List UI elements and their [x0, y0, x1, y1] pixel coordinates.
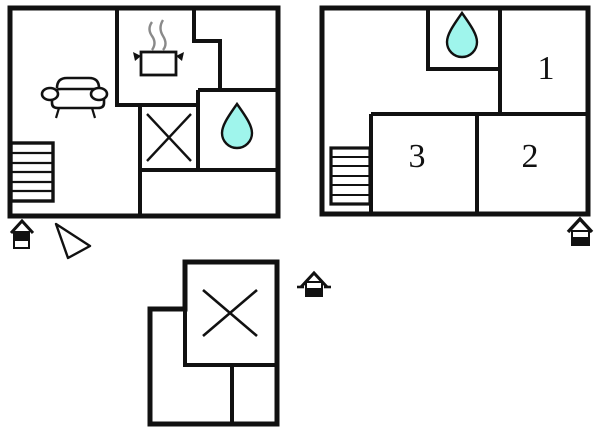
bedroom-2-label: 2 — [522, 138, 539, 175]
house-north-icon — [9, 218, 35, 249]
bedroom-1-label: 1 — [538, 50, 555, 87]
house-south-icon — [566, 216, 594, 246]
stairs-icon — [9, 141, 55, 203]
water-drop-icon — [220, 101, 254, 150]
cooking-pot-icon — [133, 19, 184, 77]
stairs-icon — [329, 146, 372, 206]
basement-floor-plan — [147, 259, 331, 427]
upper-floor-plan: 1 2 3 — [319, 5, 594, 246]
house-basement-icon — [297, 270, 331, 297]
crossed-room-icon — [146, 113, 192, 162]
bedroom-3-label: 3 — [409, 138, 426, 175]
view-cone-icon — [54, 222, 92, 260]
crossed-room-icon — [202, 289, 258, 337]
sofa-icon — [40, 76, 109, 119]
water-drop-icon — [445, 10, 479, 59]
ground-floor-plan — [7, 5, 281, 260]
